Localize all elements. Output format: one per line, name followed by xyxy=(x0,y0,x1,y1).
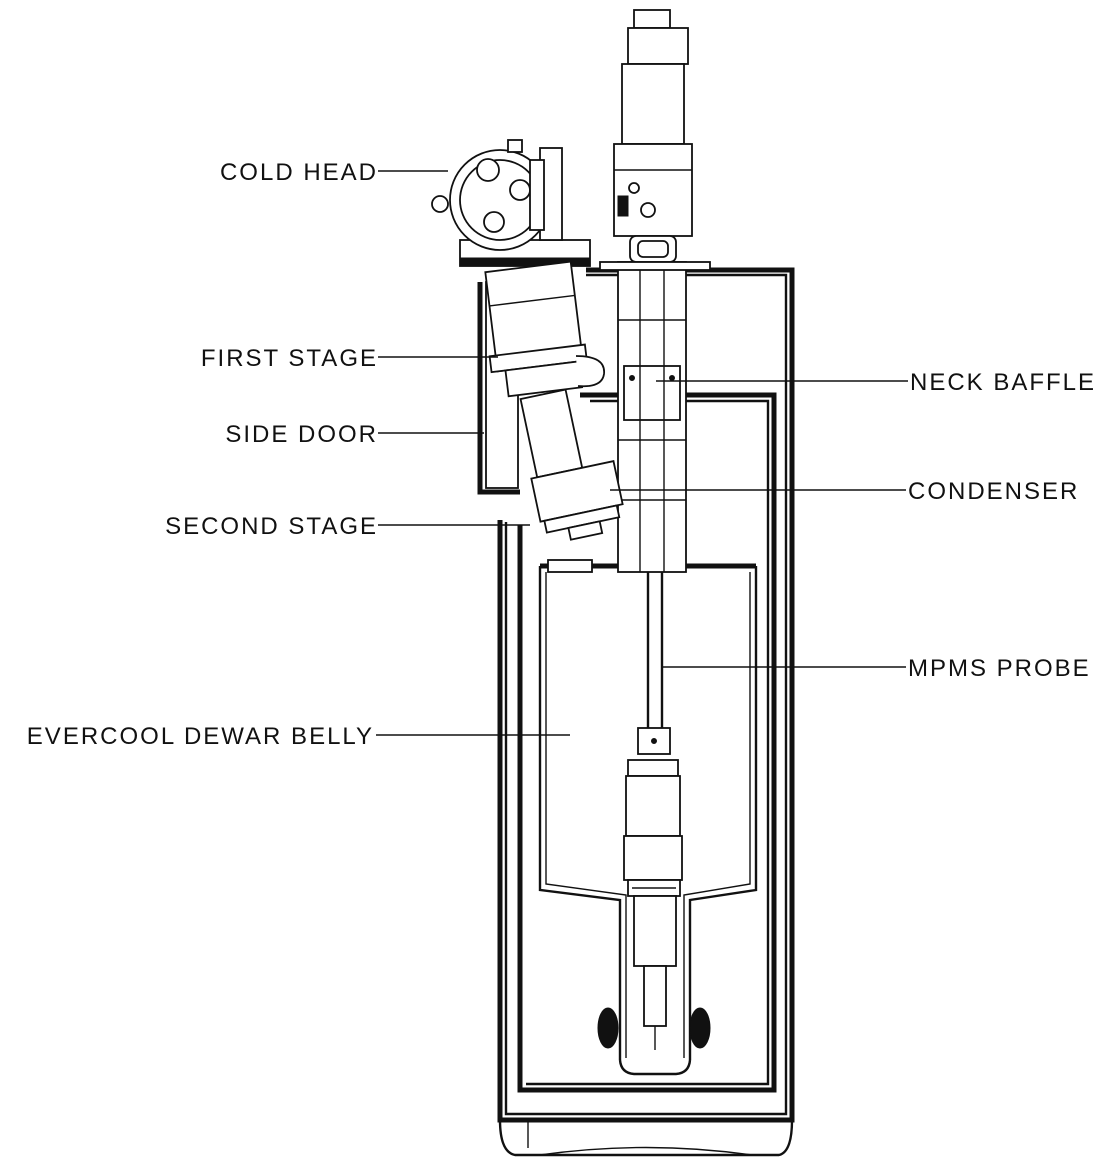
neck-baffle-block xyxy=(623,365,681,421)
dewar-belly xyxy=(538,563,758,1076)
leader-lines-right xyxy=(610,380,908,668)
leader-lines-left xyxy=(376,170,570,736)
label-condenser: CONDENSER xyxy=(908,478,1079,505)
label-first-stage: FIRST STAGE xyxy=(201,345,378,372)
second-stage-cylinder xyxy=(519,388,624,541)
probe-head-assembly xyxy=(599,9,711,271)
label-side-door: SIDE DOOR xyxy=(225,421,378,448)
outer-dewar-housing xyxy=(497,267,795,1157)
cold-head-motor xyxy=(431,139,563,251)
cryocooler xyxy=(431,139,624,573)
label-neck-baffle: NECK BAFFLE xyxy=(910,369,1096,396)
label-evercool-dewar-belly: EVERCOOL DEWAR BELLY xyxy=(27,723,374,750)
label-cold-head: COLD HEAD xyxy=(220,159,378,186)
first-stage-cylinder xyxy=(484,260,588,398)
labels: COLD HEAD FIRST STAGE SIDE DOOR SECOND S… xyxy=(27,159,1096,750)
mpms-probe-rod xyxy=(623,572,683,1050)
label-mpms-probe: MPMS PROBE xyxy=(908,655,1091,682)
label-second-stage: SECOND STAGE xyxy=(165,513,378,540)
